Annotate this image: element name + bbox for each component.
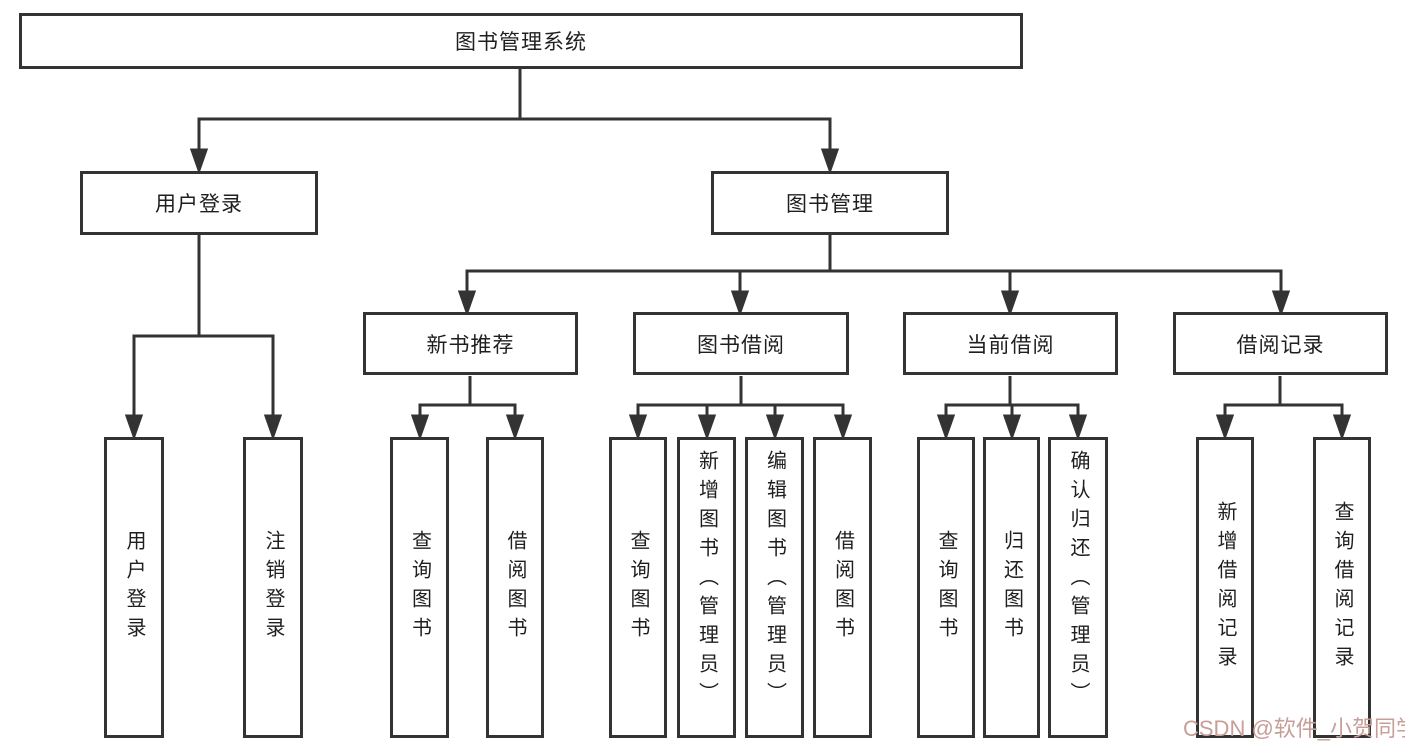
node-leaf-borrow-edit-admin: 编辑图书（管理员） xyxy=(745,437,804,738)
node-label: 查询图书 xyxy=(408,529,431,646)
connector-root-to-level1 xyxy=(189,69,840,175)
connector-borrow-to-leaves xyxy=(628,376,853,441)
node-label: 查询图书 xyxy=(935,529,957,646)
node-borrow-records: 借阅记录 xyxy=(1173,312,1388,375)
node-leaf-user-login: 用户登录 xyxy=(104,437,164,738)
node-label: 查询借阅记录 xyxy=(1331,500,1353,675)
connector-newbooks-to-leaves xyxy=(410,376,525,441)
node-leaf-records-add: 新增借阅记录 xyxy=(1196,437,1254,738)
node-label: 新书推荐 xyxy=(426,333,515,357)
node-leaf-borrow-add-admin: 新增图书（管理员） xyxy=(677,437,736,738)
node-label: 图书管理 xyxy=(786,193,874,216)
node-leaf-borrow-borrow: 借阅图书 xyxy=(813,437,872,738)
node-label: 编辑图书（管理员） xyxy=(763,450,786,711)
node-label: 归还图书 xyxy=(1000,529,1023,646)
node-leaf-current-query: 查询图书 xyxy=(917,437,975,738)
node-label: 注销登录 xyxy=(262,529,284,646)
node-user-login: 用户登录 xyxy=(80,171,318,235)
connector-records-to-leaves xyxy=(1215,376,1352,441)
node-label: 新增借阅记录 xyxy=(1214,500,1236,675)
node-label: 借阅记录 xyxy=(1236,333,1325,357)
node-label: 图书借阅 xyxy=(697,333,785,357)
connector-login-to-leaves xyxy=(124,235,283,441)
node-book-management: 图书管理 xyxy=(711,171,949,235)
node-label: 新增图书（管理员） xyxy=(695,450,718,711)
node-label: 用户登录 xyxy=(155,193,243,216)
node-book-borrow: 图书借阅 xyxy=(633,312,849,375)
node-leaf-newbook-query: 查询图书 xyxy=(390,437,449,738)
node-root-system: 图书管理系统 xyxy=(19,13,1023,69)
connector-current-to-leaves xyxy=(936,376,1088,441)
node-leaf-logout: 注销登录 xyxy=(243,437,303,738)
watermark: CSDN @软件_小贺同学 xyxy=(1183,716,1405,741)
node-label: 当前借阅 xyxy=(966,333,1055,357)
node-root-label: 图书管理系统 xyxy=(455,31,587,54)
node-leaf-newbook-borrow: 借阅图书 xyxy=(486,437,544,738)
connector-mgmt-to-level2 xyxy=(457,235,1291,317)
node-current-borrow: 当前借阅 xyxy=(903,312,1118,375)
node-label: 确认归还（管理员） xyxy=(1067,450,1089,711)
node-label: 查询图书 xyxy=(627,529,649,646)
node-new-book-recommend: 新书推荐 xyxy=(363,312,578,375)
node-label: 用户登录 xyxy=(123,529,145,646)
node-label: 借阅图书 xyxy=(831,529,854,646)
node-leaf-current-confirm-admin: 确认归还（管理员） xyxy=(1048,437,1108,738)
node-leaf-records-query: 查询借阅记录 xyxy=(1313,437,1371,738)
node-label: 借阅图书 xyxy=(504,529,526,646)
node-leaf-borrow-query: 查询图书 xyxy=(609,437,667,738)
node-leaf-current-return: 归还图书 xyxy=(983,437,1040,738)
